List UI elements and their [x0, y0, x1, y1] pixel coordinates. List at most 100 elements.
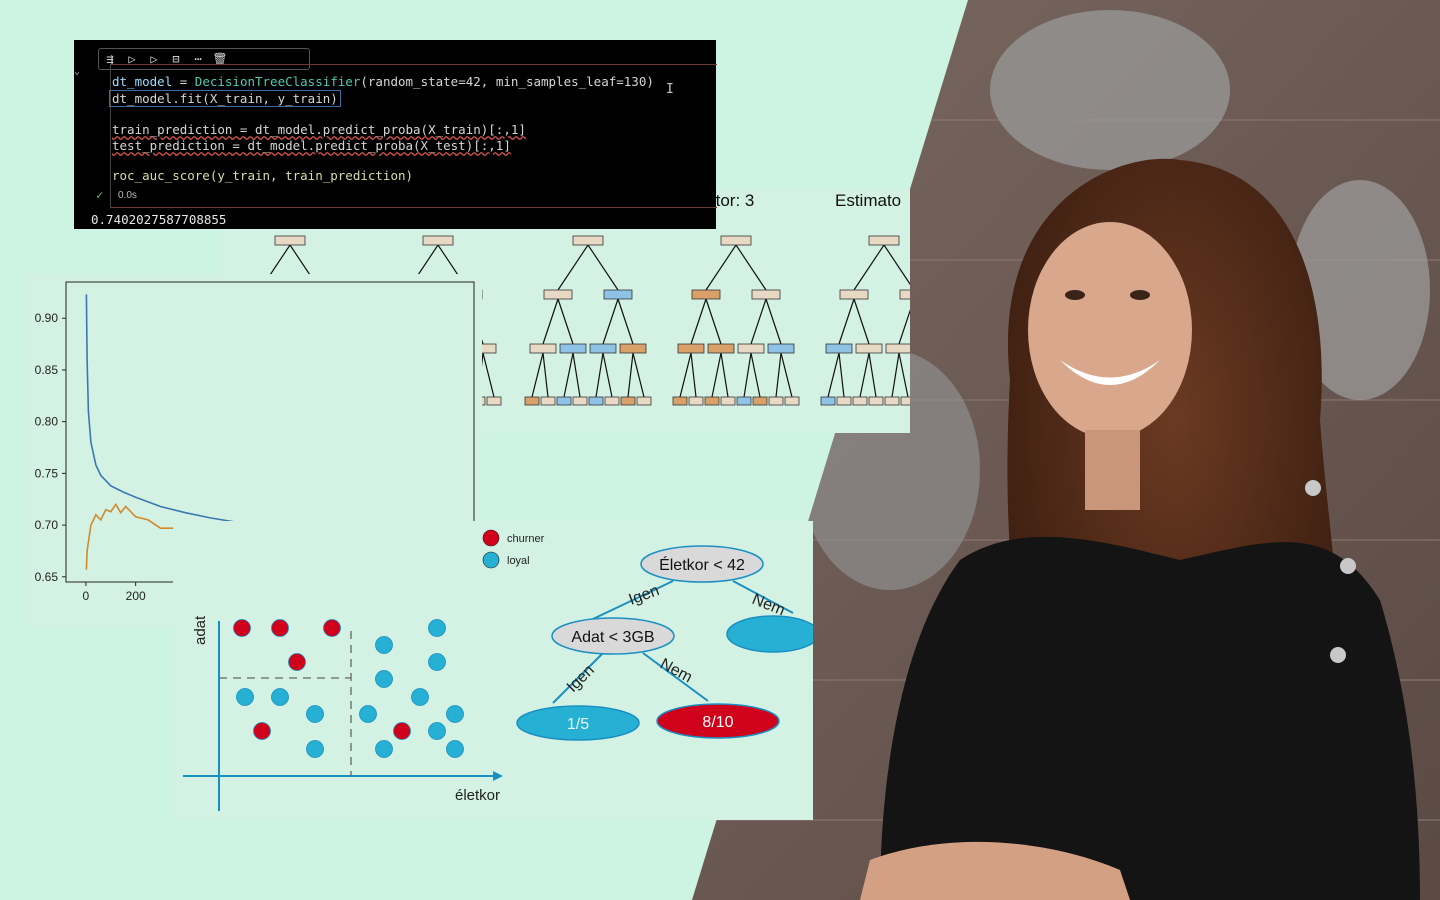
forest-tree-node [720, 235, 752, 246]
forest-tree-node [737, 343, 765, 354]
scatter-point-loyal [375, 670, 393, 688]
x-axis-arrow-icon [493, 771, 503, 781]
y-axis-label: adat [192, 615, 209, 645]
tree-forest-diagram: mator: 3 Estimato [226, 191, 948, 406]
edge-left-left [552, 652, 604, 704]
forest-tree-leaf [540, 396, 556, 406]
scatter-point-churner [233, 619, 251, 637]
edge-label-left-left: Igen [564, 662, 598, 696]
scatter-point-loyal [446, 705, 464, 723]
forest-tree-node [529, 343, 557, 354]
forest-tree-leaf [836, 396, 852, 406]
forest-tree-leaf [620, 396, 636, 406]
scatter-point-loyal [428, 722, 446, 740]
forest-tree-node [691, 289, 721, 300]
edge-label-root-left: Igen [627, 582, 662, 609]
forest-tree-leaf [768, 396, 784, 406]
tree-node-left [551, 617, 675, 655]
legend-churner-label: churner [507, 533, 545, 545]
forest-tree-node [767, 343, 795, 354]
code-line-4[interactable]: train_prediction = dt_model.predict_prob… [112, 122, 526, 137]
cell-output: 0.7402027587708855 [91, 212, 227, 227]
forest-tree-leaf [820, 396, 836, 406]
more-icon[interactable]: ⋯ [194, 52, 202, 66]
y-tick-label: 0.80 [35, 415, 59, 429]
success-check-icon: ✓ [96, 188, 104, 202]
forest-tree-node [603, 289, 633, 300]
execution-time: 0.0s [118, 190, 137, 201]
code-line-5[interactable]: test_prediction = dt_model.predict_proba… [112, 138, 511, 153]
forest-tree-node [274, 235, 306, 246]
text-cursor-icon: I [666, 82, 674, 97]
forest-tree-leaf [900, 396, 916, 406]
tree-leaf-left-label: 1/5 [567, 716, 589, 733]
forest-tree-node [751, 289, 781, 300]
forest-tree-leaf [704, 396, 720, 406]
run-below-icon[interactable]: ▷ [150, 52, 158, 66]
scatter-point-churner [253, 722, 271, 740]
tree-node-root [640, 545, 764, 583]
legend-loyal-label: loyal [507, 555, 530, 567]
x-tick-label: 200 [126, 589, 146, 603]
cell-toolbar: ⇶ ▷ ▷ ⊟ ⋯ 🗑 [98, 48, 310, 70]
code-line-2[interactable]: dt_model.fit(X_train, y_train) [109, 90, 341, 107]
code-line-1[interactable]: dt_model = DecisionTreeClassifier(random… [112, 74, 654, 89]
forest-tree-leaf [852, 396, 868, 406]
forest-tree-leaf [572, 396, 588, 406]
scatter-tree-diagram: adat életkor churner loyal Igen Nem Igen… [183, 529, 820, 811]
scatter-point-loyal [236, 688, 254, 706]
scatter-point-loyal [375, 740, 393, 758]
scatter-point-loyal [428, 653, 446, 671]
forest-tree-leaf [636, 396, 652, 406]
forest-tree-node [868, 235, 900, 246]
scatter-point-loyal [271, 688, 289, 706]
forest-tree-leaf [784, 396, 800, 406]
y-tick-label: 0.85 [35, 363, 59, 377]
cell-editor-border [110, 64, 717, 208]
tree-node-left-label: Adat < 3GB [571, 629, 654, 646]
notebook-code-cell[interactable]: ⇶ ▷ ▷ ⊟ ⋯ 🗑 ⌄ dt_model = DecisionTreeCla… [74, 40, 717, 229]
tree-leaf-right-label: 8/10 [702, 714, 733, 731]
run-cell-icon[interactable]: ▷ [128, 52, 136, 66]
scatter-point-loyal [446, 740, 464, 758]
y-tick-label: 0.90 [35, 311, 59, 325]
scatter-tree-panel: adat életkor churner loyal Igen Nem Igen… [173, 521, 820, 820]
split-cell-icon[interactable]: ⊟ [172, 52, 180, 66]
y-tick-label: 0.65 [35, 570, 59, 584]
scatter-point-churner [288, 653, 306, 671]
edge-left-right [642, 652, 709, 702]
forest-tree-leaf [688, 396, 704, 406]
forest-tree-node [619, 343, 647, 354]
forest-tree-leaf [672, 396, 688, 406]
tree-node-right [726, 615, 820, 653]
legend-loyal-marker [482, 551, 500, 569]
forest-tree-leaf [868, 396, 884, 406]
forest-tree-node [559, 343, 587, 354]
scatter-point-loyal [375, 636, 393, 654]
y-tick-label: 0.70 [35, 518, 59, 532]
delete-icon[interactable]: 🗑 [212, 52, 228, 66]
forest-tree-leaf [556, 396, 572, 406]
forest-tree-leaf [604, 396, 620, 406]
tree-leaf-left [516, 705, 640, 741]
scatter-point-churner [271, 619, 289, 637]
forest-tree-node [885, 343, 913, 354]
scatter-point-loyal [306, 705, 324, 723]
edge-label-left-right: Nem [657, 656, 695, 687]
forest-tree-leaf [524, 396, 540, 406]
scatter-point-loyal [411, 688, 429, 706]
forest-tree-leaf [486, 396, 502, 406]
forest-tree-leaf [752, 396, 768, 406]
forest-tree-node [839, 289, 869, 300]
forest-tree-node [677, 343, 705, 354]
legend-churner-marker [482, 529, 500, 547]
forest-tree-node [589, 343, 617, 354]
run-above-icon[interactable]: ⇶ [106, 52, 114, 66]
forest-tree-node [422, 235, 454, 246]
forest-tree-leaf [720, 396, 736, 406]
tree-leaf-right [656, 703, 780, 739]
collapse-chevron-icon[interactable]: ⌄ [74, 66, 81, 77]
scatter-point-churner [393, 722, 411, 740]
code-line-7[interactable]: roc_auc_score(y_train, train_prediction) [112, 168, 414, 183]
